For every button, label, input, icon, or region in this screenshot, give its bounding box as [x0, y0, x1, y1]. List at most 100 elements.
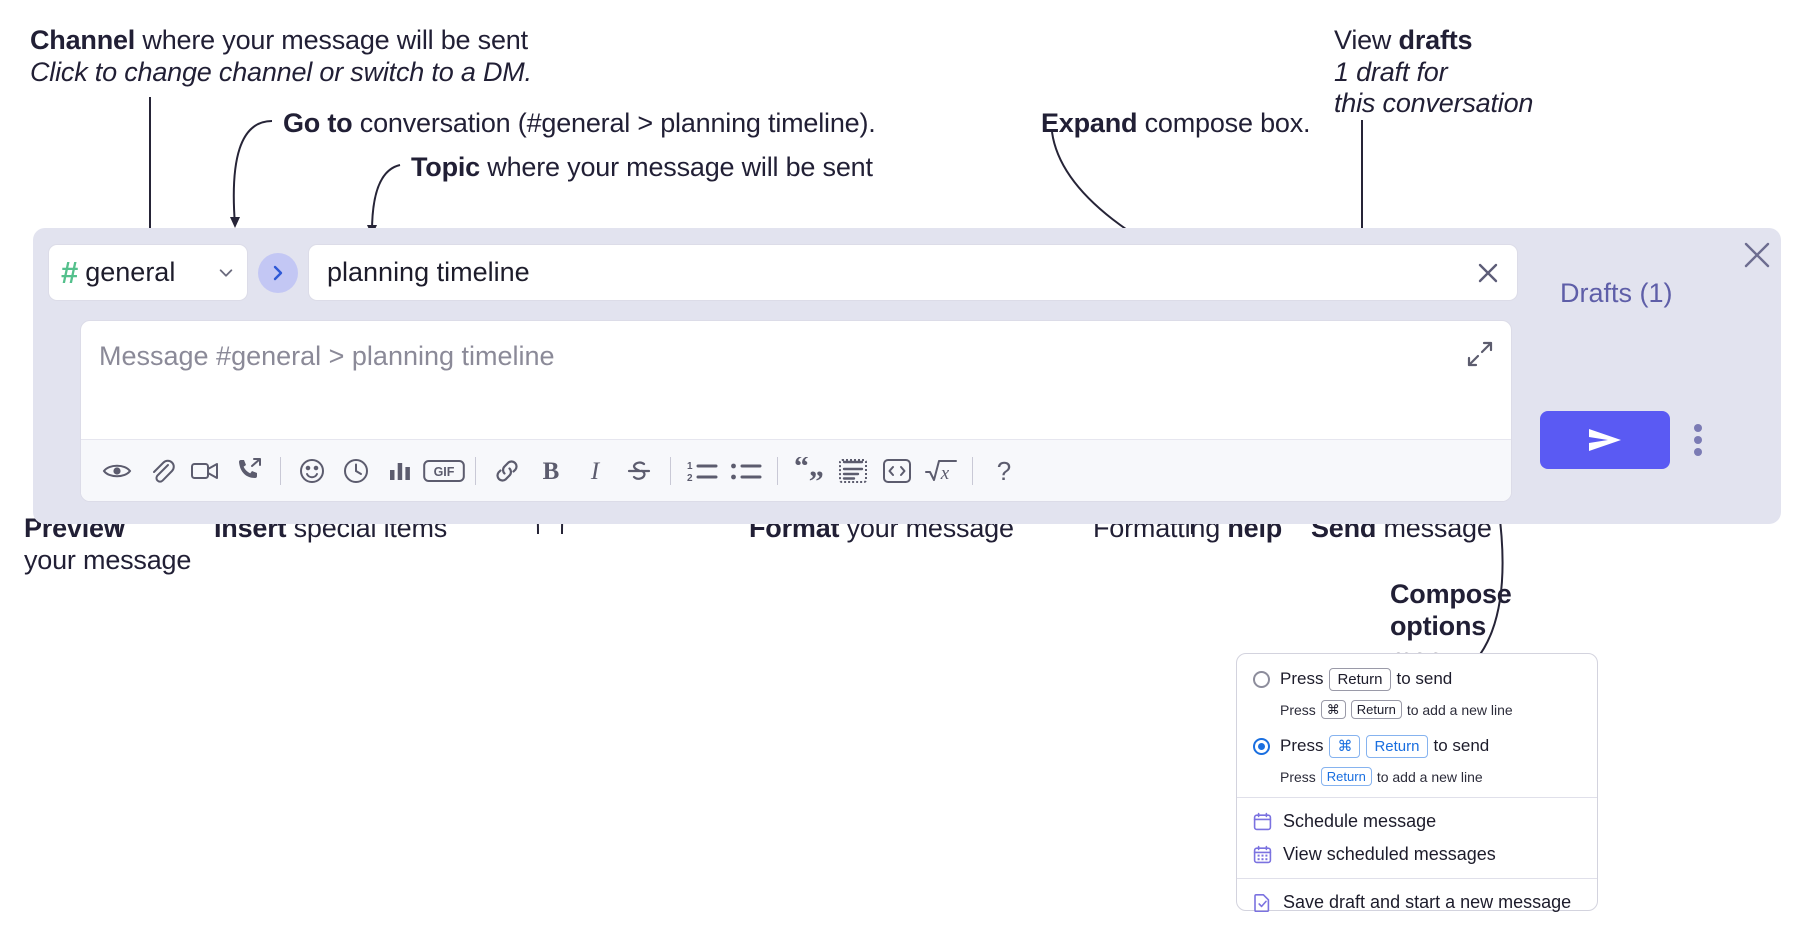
phone-forward-icon[interactable] — [227, 449, 271, 493]
math-icon[interactable]: x — [919, 449, 963, 493]
send-icon — [1589, 429, 1621, 451]
svg-text:?: ? — [997, 456, 1011, 486]
preview-icon[interactable] — [95, 449, 139, 493]
radio-option-label: Press ⌘ Return to send — [1280, 734, 1490, 758]
annotation-drafts-sub1: 1 draft for — [1334, 54, 1448, 90]
hint-suffix: to add a new line — [1376, 768, 1483, 785]
radio-option-hint: Press Return to add a new line — [1237, 763, 1597, 790]
strikethrough-icon[interactable] — [617, 449, 661, 493]
annotation-preview-rest: your message — [24, 545, 192, 575]
annotation-expand-bold: Expand — [1041, 108, 1138, 138]
link-icon[interactable] — [485, 449, 529, 493]
svg-text:GIF: GIF — [434, 465, 455, 479]
key-return: Return — [1366, 734, 1428, 758]
toolbar-separator — [670, 456, 671, 485]
attachment-icon[interactable] — [139, 449, 183, 493]
toolbar-separator — [972, 456, 973, 485]
draft-check-icon — [1254, 894, 1270, 912]
italic-icon[interactable]: I — [573, 449, 617, 493]
blockquote-icon[interactable]: “„ — [787, 449, 831, 493]
emoji-icon[interactable] — [290, 449, 334, 493]
compose-options-button[interactable] — [1688, 418, 1708, 462]
radio-suffix: to send — [1396, 669, 1453, 688]
key-command: ⌘ — [1329, 734, 1361, 758]
bold-icon[interactable]: B — [529, 449, 573, 493]
video-icon[interactable] — [183, 449, 227, 493]
formatting-toolbar: GIF B I — [81, 439, 1511, 501]
chevron-down-icon — [219, 268, 233, 277]
channel-name: general — [85, 257, 176, 287]
svg-text:“„: “„ — [794, 457, 824, 483]
radio-suffix: to send — [1433, 736, 1490, 755]
bulleted-list-icon[interactable] — [724, 449, 768, 493]
annotation-channel-bold: Channel — [30, 25, 136, 55]
code-icon[interactable] — [875, 449, 919, 493]
menu-item-label: View scheduled messages — [1283, 844, 1496, 864]
calendar-grid-icon — [1253, 845, 1272, 864]
hash-icon: # — [61, 255, 79, 290]
annotation-drafts-lead: View — [1334, 25, 1399, 55]
annotation-compose-options-2: options — [1390, 608, 1486, 644]
annotation-drafts-title: View drafts — [1334, 22, 1473, 58]
close-icon[interactable] — [1742, 240, 1772, 270]
topic-input[interactable]: planning timeline — [308, 244, 1518, 301]
annotation-expand: Expand compose box. — [1041, 105, 1311, 141]
chevron-right-icon — [273, 265, 283, 280]
message-card: Message #general > planning timeline — [80, 320, 1512, 502]
help-icon[interactable]: ? — [982, 449, 1026, 493]
toolbar-separator — [777, 456, 778, 485]
expand-icon[interactable] — [1467, 341, 1493, 367]
radio-indicator-selected — [1253, 737, 1270, 755]
compose-options-menu: Press Return to send Press ⌘ Return to a… — [1236, 653, 1598, 912]
goto-conversation-button[interactable] — [258, 252, 298, 293]
compose-header-row: # general planning timeline — [48, 244, 1518, 301]
channel-select[interactable]: # general — [48, 244, 248, 301]
menu-item-schedule-message[interactable]: Schedule message — [1237, 805, 1597, 838]
toolbar-separator — [280, 456, 281, 485]
close-icon[interactable] — [1473, 258, 1503, 288]
compose-widget: # general planning timeline Message #gen… — [33, 228, 1781, 524]
annotation-drafts-sub2: this conversation — [1334, 85, 1533, 121]
hint-prefix: Press — [1280, 701, 1316, 718]
drafts-link[interactable]: Drafts (1) — [1560, 278, 1673, 308]
radio-option-label: Press Return to send — [1280, 667, 1453, 691]
send-button[interactable] — [1540, 411, 1670, 469]
poll-icon[interactable] — [378, 449, 422, 493]
menu-item-save-draft[interactable]: Save draft and start a new message — [1237, 886, 1597, 919]
leader-topic — [371, 164, 401, 233]
annotation-compose-options-bold2: options — [1390, 611, 1487, 641]
hint-suffix: to add a new line — [1406, 701, 1513, 718]
annotation-channel-sub: Click to change channel or switch to a D… — [30, 54, 532, 90]
clock-icon[interactable] — [334, 449, 378, 493]
leader-goto — [232, 120, 273, 226]
more-vertical-dot — [1694, 424, 1702, 432]
annotation-expand-rest: compose box. — [1137, 108, 1311, 138]
annotation-compose-options-bold1: Compose — [1390, 579, 1512, 609]
annotation-goto-rest: conversation (#general > planning timeli… — [352, 108, 876, 138]
gif-icon[interactable]: GIF — [422, 449, 466, 493]
toolbar-separator — [475, 456, 476, 485]
annotation-drafts-italic-1: 1 draft for — [1334, 57, 1448, 87]
svg-text:B: B — [543, 458, 560, 485]
annotation-drafts-italic-2: this conversation — [1334, 88, 1534, 118]
radio-prefix: Press — [1280, 669, 1324, 688]
annotation-channel-italic: Click to change channel or switch to a D… — [30, 57, 532, 87]
svg-text:2: 2 — [687, 473, 693, 484]
key-command: ⌘ — [1320, 700, 1346, 719]
topic-value: planning timeline — [327, 257, 530, 287]
svg-text:1: 1 — [687, 461, 693, 472]
radio-prefix: Press — [1280, 736, 1324, 755]
code-block-icon[interactable] — [831, 449, 875, 493]
menu-item-view-scheduled-messages[interactable]: View scheduled messages — [1237, 838, 1597, 871]
key-return: Return — [1350, 700, 1402, 719]
annotation-drafts-bold: drafts — [1398, 25, 1473, 55]
message-input[interactable]: Message #general > planning timeline — [99, 341, 555, 371]
more-vertical-dot — [1694, 436, 1702, 444]
radio-option-hint: Press ⌘ Return to add a new line — [1237, 696, 1597, 723]
key-return: Return — [1320, 767, 1372, 786]
radio-option-return-to-send[interactable]: Press Return to send — [1237, 662, 1597, 696]
annotation-goto-bold: Go to — [283, 108, 353, 138]
radio-option-cmd-return-to-send[interactable]: Press ⌘ Return to send — [1237, 729, 1597, 763]
